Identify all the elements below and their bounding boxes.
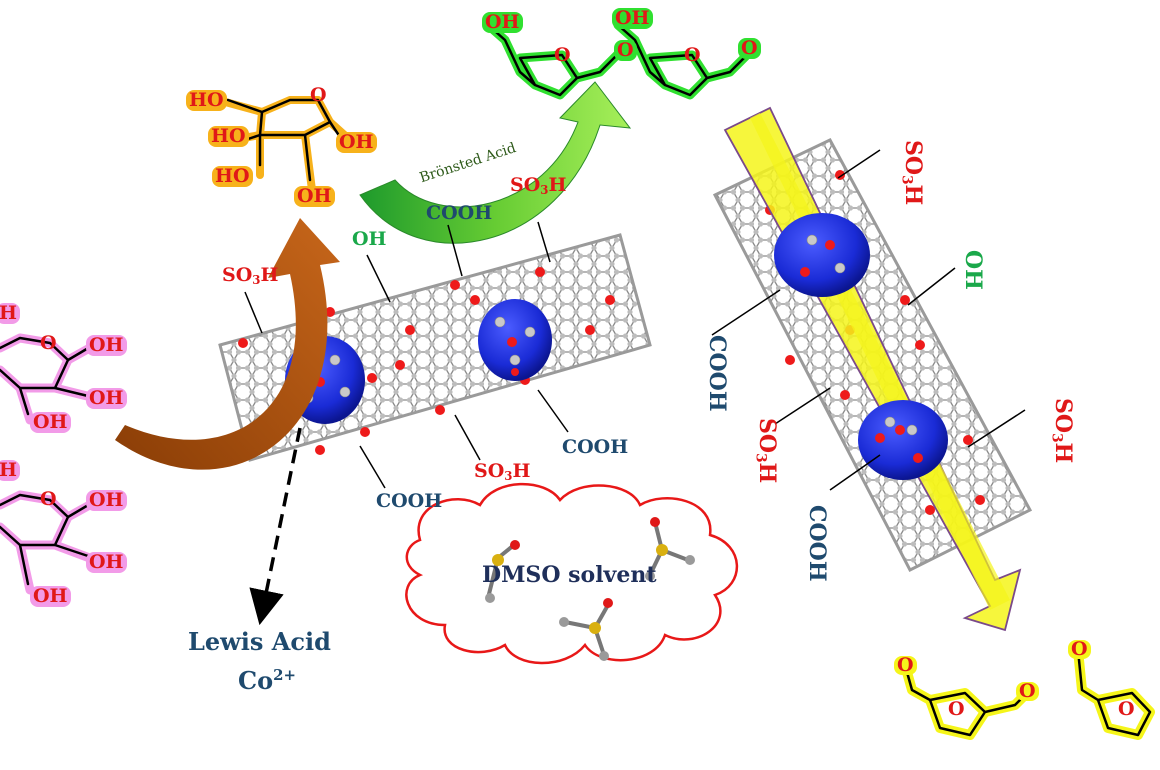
- dff-ring-o: O: [948, 698, 965, 720]
- glucose-oh-label: OH: [86, 388, 127, 409]
- fructose-oh-label: OH: [294, 186, 335, 207]
- oh-label: OH: [352, 228, 387, 250]
- so3h-label: SO3H: [510, 174, 567, 197]
- dff-ring-o: O: [1118, 698, 1135, 720]
- fructose-ring-o: O: [310, 84, 327, 106]
- cooh-label: COOH: [704, 335, 730, 412]
- dmso-solvent-label: DMSO solvent: [482, 562, 657, 588]
- dff-aldehyde-o: O: [894, 656, 917, 675]
- glucose-h-label: H: [0, 303, 20, 324]
- yellow-product-arrow: [723, 106, 1022, 632]
- lewis-acid-label: Lewis Acid: [188, 627, 331, 656]
- lewis-dashed-arrow: [249, 427, 302, 626]
- cooh-label: COOH: [804, 505, 830, 582]
- hmf-ring-o: O: [684, 44, 701, 66]
- cooh-label: COOH: [426, 202, 493, 224]
- hmf-aldehyde-o: O: [614, 40, 637, 61]
- oh-label: OH: [960, 250, 986, 290]
- right-nanotube-cobalt: [774, 213, 948, 480]
- glucose-oh-label: OH: [86, 552, 127, 573]
- dff-aldehyde-o: O: [1068, 640, 1091, 659]
- leader-lines: [244, 149, 1026, 491]
- dmso-molecules: [485, 517, 695, 661]
- glucose-oh-label: OH: [86, 490, 127, 511]
- so3h-label: SO3H: [752, 418, 780, 484]
- dmso-cloud: [405, 482, 739, 665]
- fructose-oh-label: OH: [336, 132, 377, 153]
- cobalt-ion-label: Co2+: [238, 665, 296, 695]
- fructose-ho-label: HO: [208, 126, 249, 147]
- so3h-label: SO3H: [222, 264, 279, 287]
- glucose-h-label: H: [0, 460, 20, 481]
- glucose-ring-o: O: [40, 332, 57, 354]
- hmf-oh-label: OH: [482, 12, 523, 33]
- hmf-aldehyde-o: O: [738, 38, 761, 59]
- so3h-label: SO3H: [474, 460, 531, 483]
- brown-conversion-arrow: [115, 218, 340, 470]
- dff-aldehyde-o: O: [1016, 682, 1039, 701]
- cooh-label: COOH: [376, 490, 443, 512]
- so3h-label: SO3H: [1048, 398, 1076, 464]
- glucose-oh-label: OH: [86, 335, 127, 356]
- glucose-oh-label: OH: [30, 412, 71, 433]
- hmf-oh-label: OH: [612, 8, 653, 29]
- fructose-ho-label: HO: [186, 90, 227, 111]
- glucose-oh-label: OH: [30, 586, 71, 607]
- so3h-label: SO3H: [898, 140, 926, 206]
- hmf-ring-o: O: [554, 44, 571, 66]
- cooh-label: COOH: [562, 436, 629, 458]
- bronsted-arrow: [359, 81, 632, 244]
- fructose-ho-label: HO: [212, 166, 253, 187]
- glucose-ring-o: O: [40, 488, 57, 510]
